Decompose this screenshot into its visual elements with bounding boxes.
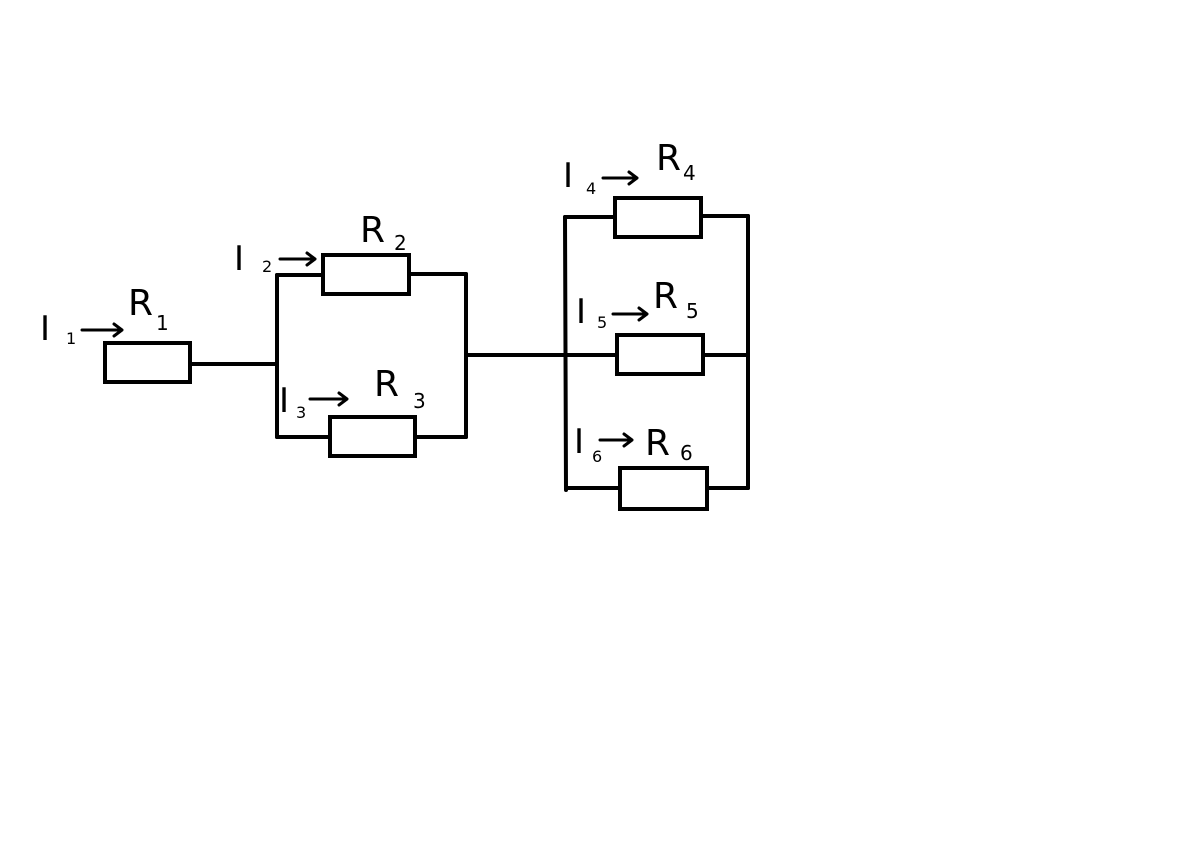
label-r3-main: R [374, 364, 399, 405]
resistor-r3 [328, 415, 417, 458]
resistor-r6 [618, 466, 709, 511]
label-i6-sub: 6 [592, 447, 602, 466]
arrow-i6 [598, 432, 634, 448]
label-i4-sub: 4 [586, 179, 596, 198]
current-labels: I 1 I 2 I 3 I 4 I 5 I 6 [40, 156, 607, 466]
label-r3-sub: 3 [413, 389, 426, 413]
label-r6-main: R [645, 423, 670, 464]
resistors [103, 196, 709, 511]
label-i1-main: I [40, 309, 50, 349]
wires [188, 214, 750, 492]
resistor-r4 [613, 196, 703, 239]
arrow-i5 [611, 306, 649, 322]
arrow-i4 [601, 170, 639, 186]
current-arrows [80, 170, 649, 448]
label-r1-sub: 1 [156, 311, 169, 335]
label-r5-sub: 5 [686, 299, 699, 323]
label-i3-main: I [279, 381, 289, 421]
label-r2-main: R [360, 210, 385, 251]
resistor-r2 [321, 253, 411, 296]
wire-group2-left [563, 215, 568, 492]
label-r4-main: R [656, 138, 681, 179]
resistor-r5 [615, 333, 705, 376]
label-i3-sub: 3 [296, 403, 306, 422]
arrow-i1 [80, 322, 124, 338]
label-r5-main: R [653, 276, 678, 317]
arrow-i3 [308, 391, 349, 407]
label-r4-sub: 4 [683, 161, 696, 185]
label-i5-main: I [576, 292, 586, 332]
label-r1-main: R [128, 283, 153, 324]
label-i2-main: I [234, 239, 244, 279]
label-r6-sub: 6 [680, 441, 693, 465]
label-i5-sub: 5 [597, 313, 607, 332]
label-i2-sub: 2 [262, 257, 272, 276]
resistor-labels: R 1 R 2 R 3 R 4 R 5 R 6 [128, 138, 699, 465]
resistor-r1 [103, 341, 192, 384]
label-i4-main: I [563, 156, 573, 196]
label-i1-sub: 1 [66, 329, 76, 348]
arrow-i2 [278, 251, 317, 267]
label-i6-main: I [574, 422, 584, 462]
label-r2-sub: 2 [394, 231, 407, 255]
